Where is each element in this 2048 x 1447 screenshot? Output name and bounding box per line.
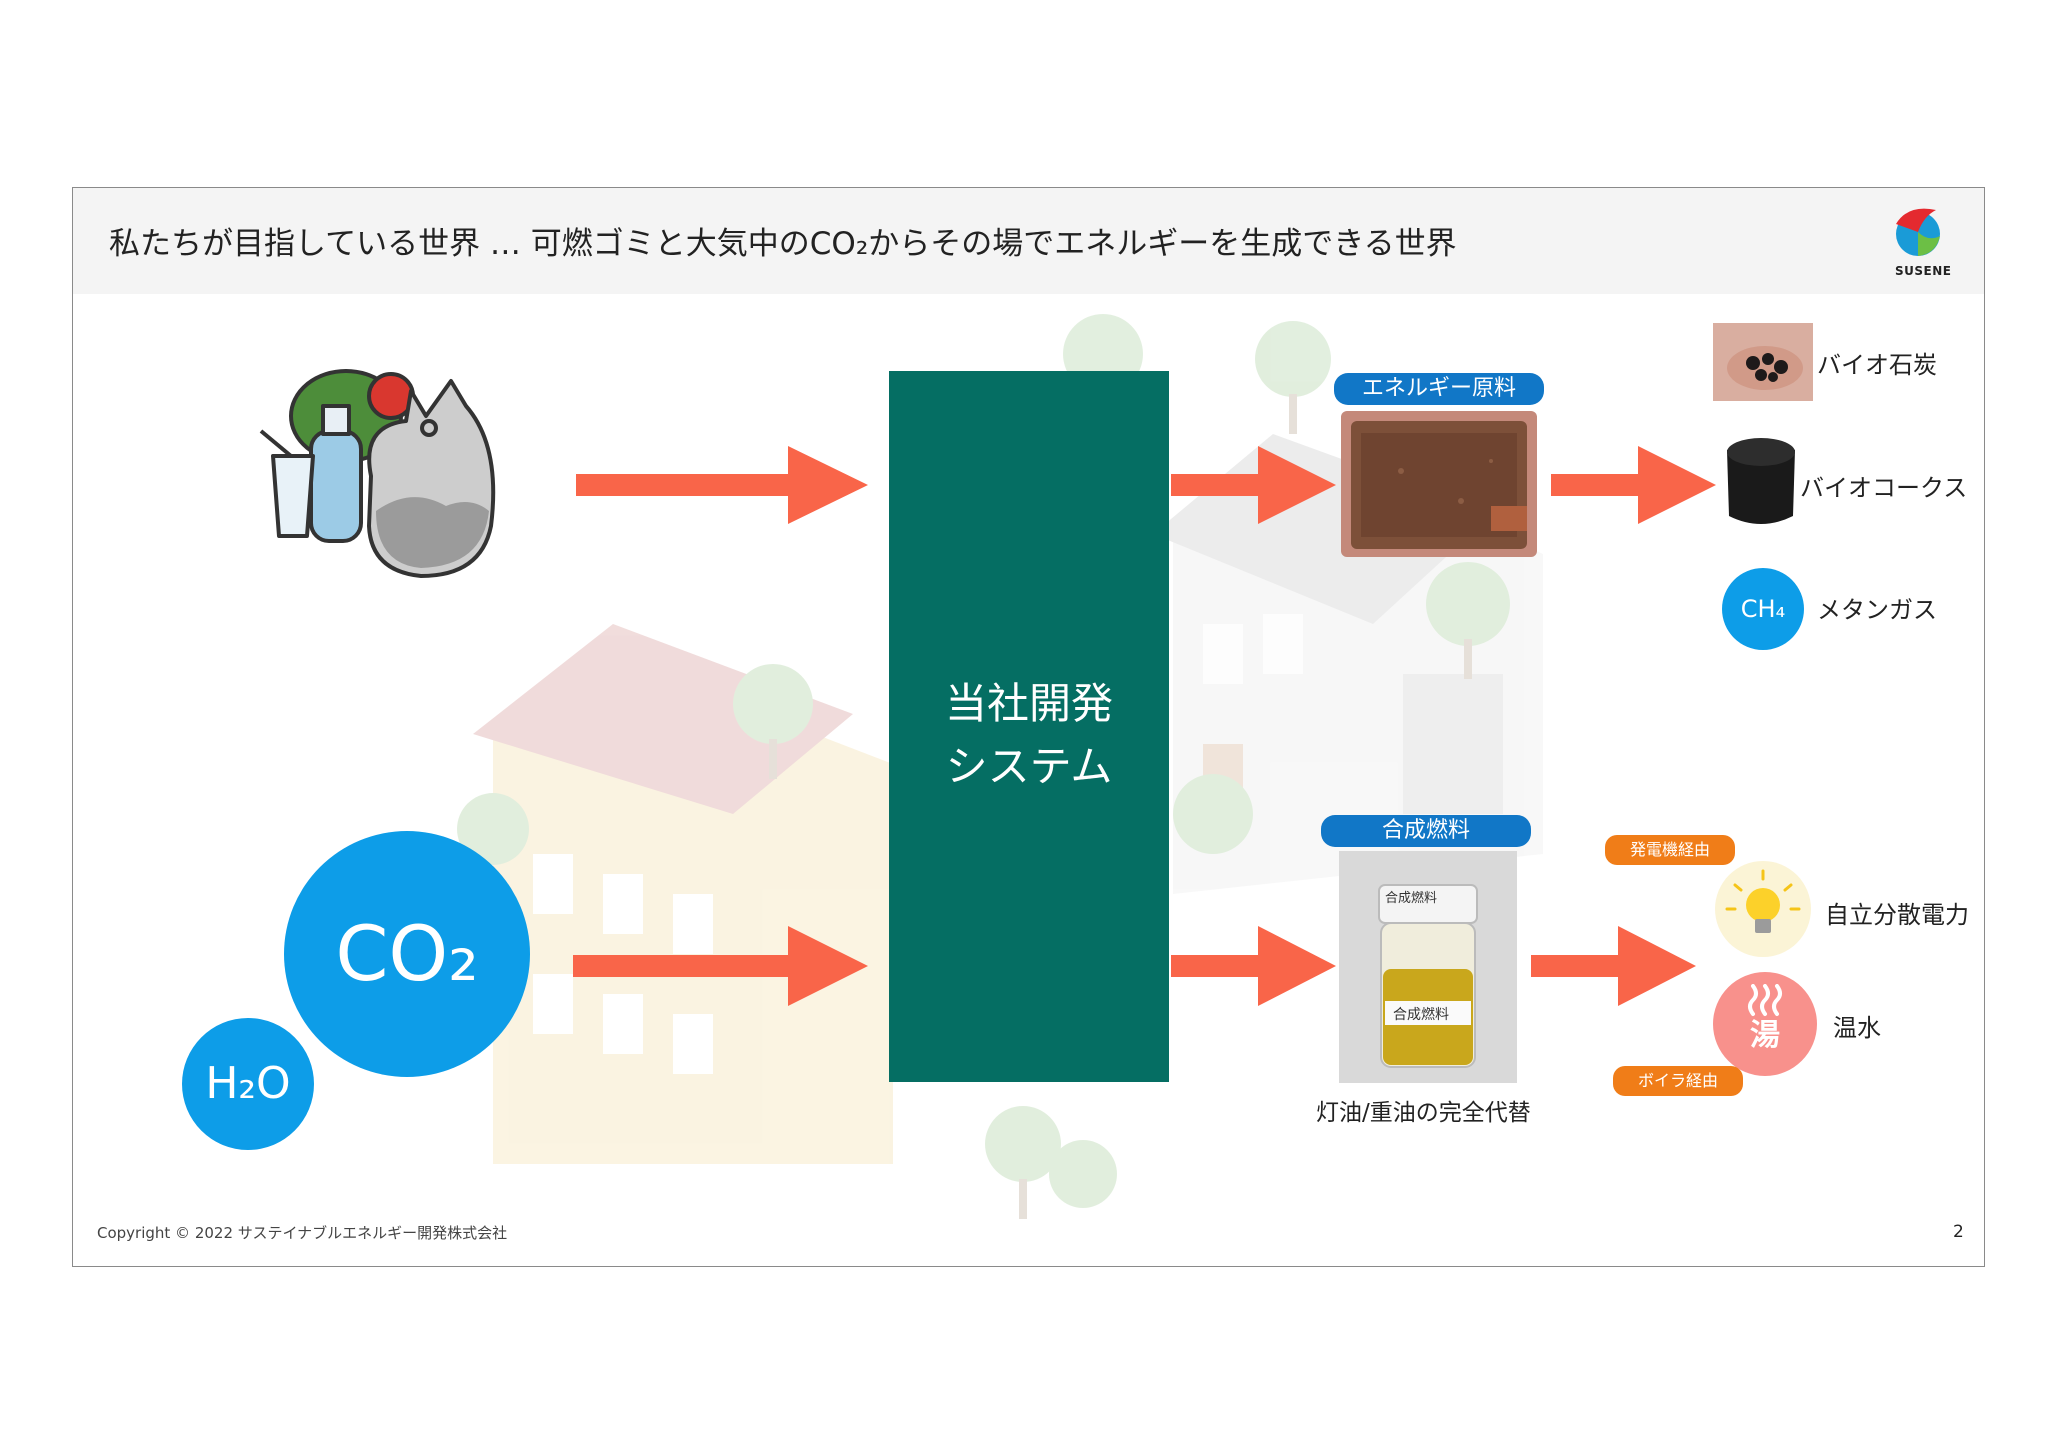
energy-material-badge: エネルギー原料 — [1334, 373, 1544, 405]
bottle-label-top: 合成燃料 — [1385, 891, 1438, 906]
h2o-circle: H₂O — [182, 1018, 314, 1150]
energy-material-photo — [1341, 411, 1537, 557]
system-label-line2: システム — [945, 742, 1113, 791]
bio-coke-label: バイオコークス — [1800, 474, 1968, 502]
synthetic-fuel-caption: 灯油/重油の完全代替 — [1316, 1100, 1531, 1126]
bio-coke-icon — [1727, 438, 1795, 524]
synthetic-fuel-photo — [1339, 851, 1517, 1083]
co2-label: CO₂ — [335, 909, 479, 998]
header-bar — [73, 188, 1984, 294]
via-boiler-badge: ボイラ経由 — [1613, 1066, 1743, 1096]
steam-icon — [1748, 984, 1782, 1016]
ch4-circle: CH₄ — [1722, 568, 1804, 650]
via-generator-badge: 発電機経由 — [1605, 835, 1735, 865]
system-label-line1: 当社開発 — [944, 679, 1113, 728]
page-number: 2 — [1953, 1222, 1964, 1242]
methane-gas-label: メタンガス — [1817, 596, 1937, 624]
hot-water-label: 温水 — [1833, 1014, 1881, 1042]
copyright-text: Copyright © 2022 サステイナブルエネルギー開発株式会社 — [97, 1224, 508, 1242]
arrow-system-to-fuel — [1171, 926, 1336, 1006]
light-bulb-icon — [1715, 861, 1811, 957]
hot-water-circle: 湯 — [1713, 972, 1817, 1076]
bio-coal-label: バイオ石炭 — [1817, 351, 1937, 379]
arrow-waste-to-system — [576, 446, 868, 524]
h2o-label: H₂O — [205, 1058, 291, 1109]
arrow-material-to-products — [1551, 446, 1716, 524]
logo-icon — [1896, 208, 1940, 256]
arrow-co2-to-system — [573, 926, 868, 1006]
distributed-power-label: 自立分散電力 — [1825, 901, 1969, 929]
slide: 私たちが目指している世界 … 可燃ゴミと大気中のCO₂からその場でエネルギーを生… — [72, 187, 1985, 1267]
waste-icon — [259, 369, 496, 578]
page-title: 私たちが目指している世界 … 可燃ゴミと大気中のCO₂からその場でエネルギーを生… — [109, 226, 1457, 262]
arrow-fuel-to-products — [1531, 926, 1696, 1006]
logo-text: SUSENE — [1895, 264, 1952, 278]
hot-water-badge: 湯 — [1750, 1018, 1780, 1053]
bottle-label-mid: 合成燃料 — [1393, 1007, 1449, 1023]
arrows-layer — [573, 446, 1716, 1006]
arrow-system-to-material — [1171, 446, 1336, 524]
co2-circle: CO₂ — [284, 831, 530, 1077]
system-box — [889, 371, 1169, 1082]
ch4-label: CH₄ — [1740, 595, 1786, 623]
synthetic-fuel-badge: 合成燃料 — [1321, 815, 1531, 847]
bio-coal-photo — [1713, 323, 1813, 401]
